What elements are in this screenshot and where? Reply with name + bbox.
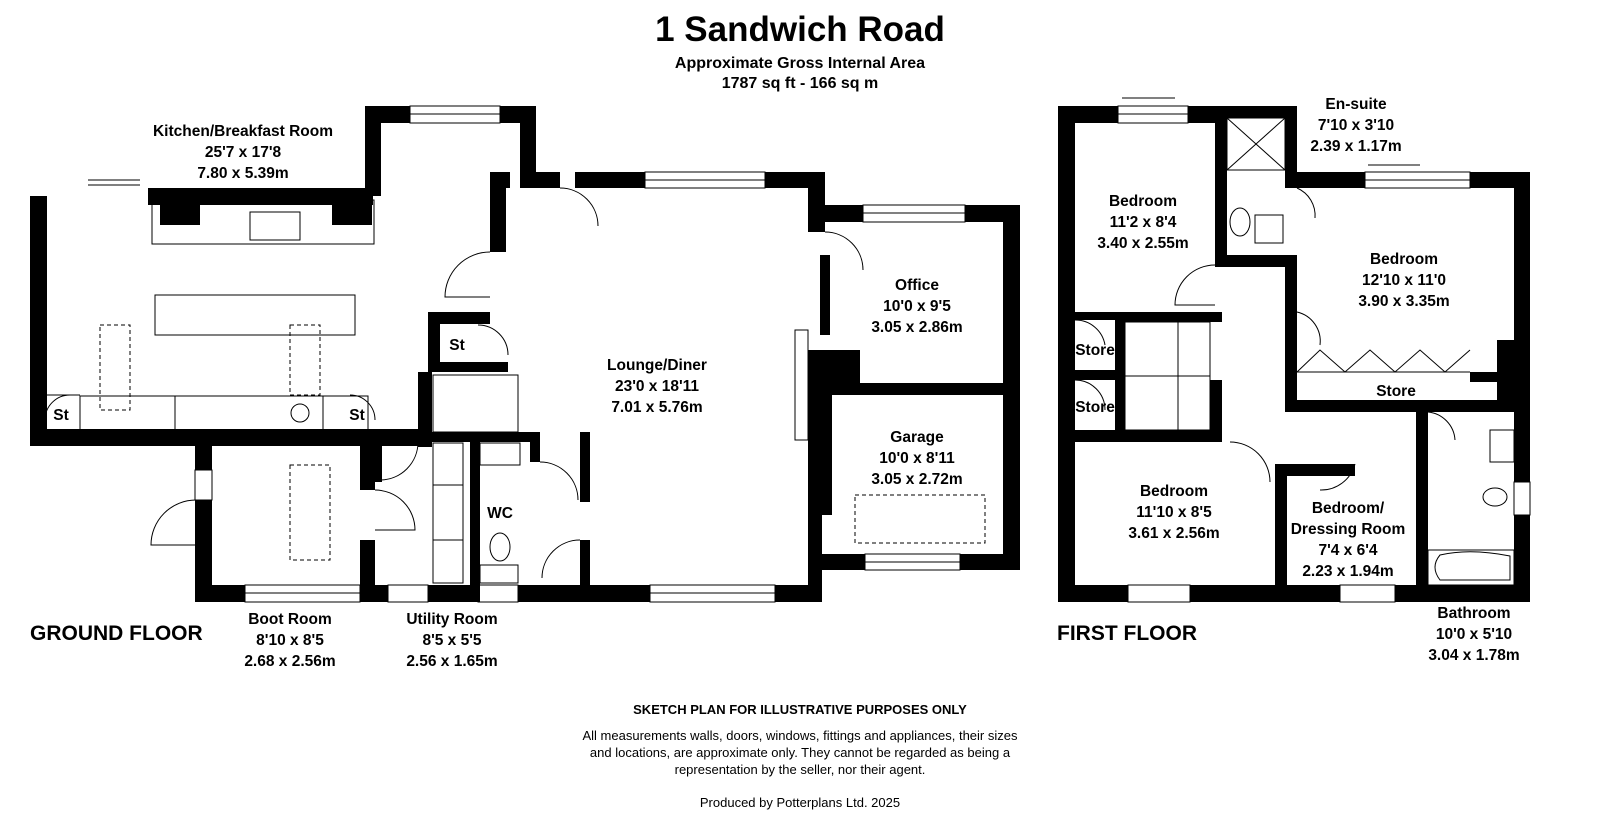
svg-text:11'2 x 8'4: 11'2 x 8'4 <box>1110 214 1177 231</box>
svg-text:25'7 x 17'8: 25'7 x 17'8 <box>205 144 282 161</box>
store-label-hall: St <box>449 337 465 354</box>
boot-room-label: Boot Room 8'10 x 8'5 2.68 x 2.56m <box>244 611 335 670</box>
svg-text:Dressing Room: Dressing Room <box>1291 521 1406 538</box>
bedroom-4-label: Bedroom/ Dressing Room 7'4 x 6'4 2.23 x … <box>1291 500 1406 580</box>
svg-text:3.05 x 2.72m: 3.05 x 2.72m <box>871 471 962 488</box>
svg-text:2.39 x 1.17m: 2.39 x 1.17m <box>1310 138 1401 155</box>
svg-text:Lounge/Diner: Lounge/Diner <box>607 357 707 374</box>
svg-text:Kitchen/Breakfast Room: Kitchen/Breakfast Room <box>153 123 333 140</box>
store-label-right: St <box>349 407 365 424</box>
ground-floor-fittings <box>45 199 986 584</box>
measurement-note: All measurements walls, doors, windows, … <box>582 728 1018 777</box>
svg-text:7'10 x 3'10: 7'10 x 3'10 <box>1318 117 1394 134</box>
svg-text:Bedroom: Bedroom <box>1140 483 1208 500</box>
svg-text:8'5 x 5'5: 8'5 x 5'5 <box>422 632 481 649</box>
svg-text:Utility Room: Utility Room <box>406 611 497 628</box>
svg-text:Bedroom: Bedroom <box>1109 193 1177 210</box>
svg-text:23'0 x 18'11: 23'0 x 18'11 <box>615 378 699 395</box>
svg-text:7.01 x 5.76m: 7.01 x 5.76m <box>611 399 702 416</box>
disclaimer: SKETCH PLAN FOR ILLUSTRATIVE PURPOSES ON… <box>633 702 967 717</box>
svg-text:2.56 x 1.65m: 2.56 x 1.65m <box>406 653 497 670</box>
svg-text:Garage: Garage <box>890 429 944 446</box>
svg-text:En-suite: En-suite <box>1325 96 1387 113</box>
svg-text:Bedroom: Bedroom <box>1370 251 1438 268</box>
first-floor-doors <box>1074 187 1456 491</box>
svg-text:3.90 x 3.35m: 3.90 x 3.35m <box>1358 293 1449 310</box>
svg-text:7.80 x 5.39m: 7.80 x 5.39m <box>197 165 288 182</box>
first-floor-fittings <box>1117 97 1531 603</box>
svg-text:2.68 x 2.56m: 2.68 x 2.56m <box>244 653 335 670</box>
bedroom-3-label: Bedroom 11'10 x 8'5 3.61 x 2.56m <box>1128 483 1219 542</box>
svg-text:12'10 x 11'0: 12'10 x 11'0 <box>1362 272 1446 289</box>
svg-text:Bedroom/: Bedroom/ <box>1312 500 1385 517</box>
garage-label: Garage 10'0 x 8'11 3.05 x 2.72m <box>871 429 962 488</box>
svg-text:10'0 x 8'11: 10'0 x 8'11 <box>879 450 955 467</box>
svg-text:Bathroom: Bathroom <box>1437 605 1510 622</box>
store-label-left: St <box>53 407 69 424</box>
svg-text:Office: Office <box>895 277 939 294</box>
bedroom-1-label: Bedroom 11'2 x 8'4 3.40 x 2.55m <box>1097 193 1188 252</box>
wc-label: WC <box>487 505 513 522</box>
ground-floor-walls <box>30 106 1020 602</box>
bedroom-2-label: Bedroom 12'10 x 11'0 3.90 x 3.35m <box>1358 251 1449 310</box>
area-value: 1787 sq ft - 166 sq m <box>721 75 879 92</box>
svg-text:7'4 x 6'4: 7'4 x 6'4 <box>1318 542 1377 559</box>
area-label: Approximate Gross Internal Area <box>674 55 926 72</box>
first-floor-walls <box>1058 106 1530 602</box>
svg-text:3.04 x 1.78m: 3.04 x 1.78m <box>1428 647 1519 664</box>
ground-floor-doors <box>44 187 864 579</box>
svg-text:Boot Room: Boot Room <box>248 611 332 628</box>
bathroom-label: Bathroom 10'0 x 5'10 3.04 x 1.78m <box>1428 605 1519 664</box>
svg-text:2.23 x 1.94m: 2.23 x 1.94m <box>1302 563 1393 580</box>
svg-text:11'10 x 8'5: 11'10 x 8'5 <box>1136 504 1212 521</box>
ground-floor-label: GROUND FLOOR <box>30 622 203 645</box>
first-floor-label: FIRST FLOOR <box>1057 622 1197 645</box>
office-label: Office 10'0 x 9'5 3.05 x 2.86m <box>871 277 962 336</box>
svg-text:3.61 x 2.56m: 3.61 x 2.56m <box>1128 525 1219 542</box>
store-label-wardrobe: Store <box>1376 383 1416 400</box>
produced-by: Produced by Potterplans Ltd. 2025 <box>699 795 901 810</box>
utility-room-label: Utility Room 8'5 x 5'5 2.56 x 1.65m <box>406 611 497 670</box>
ground-floor-windows <box>88 105 966 603</box>
svg-text:10'0 x 5'10: 10'0 x 5'10 <box>1436 626 1512 643</box>
svg-text:8'10 x 8'5: 8'10 x 8'5 <box>256 632 324 649</box>
store-label-lower: Store <box>1075 399 1115 416</box>
kitchen-label: Kitchen/Breakfast Room 25'7 x 17'8 7.80 … <box>153 123 333 182</box>
svg-text:3.05 x 2.86m: 3.05 x 2.86m <box>871 319 962 336</box>
store-label-upper: Store <box>1075 342 1115 359</box>
lounge-label: Lounge/Diner 23'0 x 18'11 7.01 x 5.76m <box>607 357 707 416</box>
svg-text:3.40 x 2.55m: 3.40 x 2.55m <box>1097 235 1188 252</box>
plan-title: 1 Sandwich Road <box>655 10 945 49</box>
ensuite-label: En-suite 7'10 x 3'10 2.39 x 1.17m <box>1310 96 1401 155</box>
svg-text:10'0 x 9'5: 10'0 x 9'5 <box>883 298 951 315</box>
